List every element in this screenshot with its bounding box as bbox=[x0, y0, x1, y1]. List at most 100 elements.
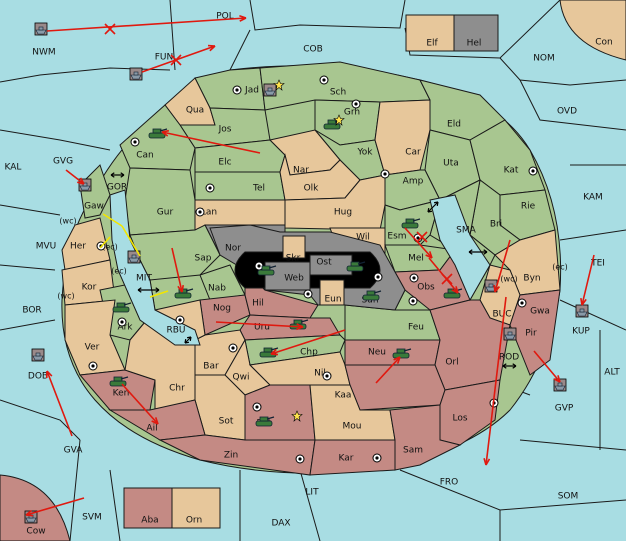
label-chr: Chr bbox=[169, 384, 185, 394]
label-ec3: (ec) bbox=[552, 263, 568, 272]
label-jos: Jos bbox=[218, 125, 232, 135]
move-order-arrow bbox=[46, 370, 73, 437]
label-byn: Byn bbox=[523, 274, 540, 284]
sea-sma[interactable] bbox=[429, 194, 491, 302]
supply-center-icon bbox=[295, 454, 305, 464]
label-rie: Rie bbox=[521, 202, 536, 212]
label-bor: BOR bbox=[22, 306, 41, 316]
fleet-unit-icon[interactable] bbox=[263, 83, 277, 97]
province-skr-inner[interactable] bbox=[282, 235, 306, 259]
province-orn[interactable] bbox=[171, 487, 221, 529]
label-nil: Nil bbox=[314, 369, 326, 379]
fleet-unit-icon[interactable] bbox=[31, 348, 45, 362]
province-hug[interactable] bbox=[284, 174, 386, 231]
failed-order-cross bbox=[416, 231, 428, 243]
province-ost-inner[interactable] bbox=[309, 254, 353, 276]
move-order-arrow bbox=[404, 227, 433, 259]
sea-mit[interactable] bbox=[109, 189, 201, 346]
label-dax: DAX bbox=[271, 519, 290, 529]
label-mou: Mou bbox=[343, 422, 362, 432]
label-kaa: Kaa bbox=[335, 391, 352, 401]
label-orn: Orn bbox=[186, 516, 202, 526]
move-order-arrow bbox=[65, 169, 85, 185]
label-rbu: RBU bbox=[166, 326, 185, 336]
move-order-arrow bbox=[141, 45, 216, 73]
fleet-unit-icon[interactable] bbox=[127, 250, 141, 264]
label-bar: Bar bbox=[203, 362, 219, 372]
province-ail[interactable] bbox=[108, 399, 206, 441]
label-amp: Amp bbox=[403, 177, 424, 187]
province-kaa[interactable] bbox=[344, 364, 446, 411]
label-hel: Hel bbox=[467, 39, 482, 49]
fleet-unit-icon[interactable] bbox=[129, 67, 143, 81]
province-hel[interactable] bbox=[453, 14, 499, 52]
label-mit: MIT bbox=[136, 274, 152, 284]
supply-center-icon bbox=[195, 207, 205, 217]
fleet-unit-icon[interactable] bbox=[503, 327, 517, 341]
label-bri: Bri bbox=[490, 220, 502, 230]
label-aba: Aba bbox=[141, 516, 158, 526]
fleet-unit-icon[interactable] bbox=[575, 304, 589, 318]
supply-center-icon bbox=[88, 361, 98, 371]
coast-connectors bbox=[99, 172, 517, 369]
province-car[interactable] bbox=[374, 99, 431, 176]
army-unit-icon[interactable] bbox=[174, 288, 194, 299]
province-orl[interactable] bbox=[429, 299, 511, 391]
supply-center-icon bbox=[228, 343, 238, 353]
support-line bbox=[102, 213, 123, 227]
label-tel: Tel bbox=[252, 184, 265, 194]
label-jad: Jad bbox=[244, 86, 259, 96]
label-wc1: (wc) bbox=[59, 217, 76, 226]
move-order-arrow bbox=[533, 350, 561, 383]
supply-center-icon bbox=[408, 296, 418, 306]
failed-order-cross bbox=[441, 273, 453, 285]
army-unit-icon[interactable] bbox=[392, 348, 412, 359]
province-eun-inner[interactable] bbox=[319, 279, 345, 306]
army-unit-icon[interactable] bbox=[112, 302, 132, 313]
supply-center-icon bbox=[322, 371, 332, 381]
label-neu: Neu bbox=[368, 348, 386, 358]
label-pol: POL bbox=[216, 12, 234, 22]
army-unit-icon[interactable] bbox=[443, 288, 463, 299]
army-unit-icon[interactable] bbox=[148, 128, 168, 139]
province-rot[interactable] bbox=[244, 384, 316, 441]
army-unit-icon[interactable] bbox=[401, 218, 421, 229]
province-gur[interactable] bbox=[124, 167, 196, 236]
move-order-arrow bbox=[375, 356, 401, 384]
supply-center-icon bbox=[319, 75, 329, 85]
label-lit: LIT bbox=[305, 488, 319, 498]
province-sam[interactable] bbox=[389, 404, 462, 471]
province-elf[interactable] bbox=[405, 14, 455, 52]
label-gaw: Gaw bbox=[84, 202, 104, 212]
province-gaw[interactable] bbox=[79, 164, 111, 219]
label-elf: Elf bbox=[426, 39, 438, 49]
label-feu: Feu bbox=[408, 323, 424, 333]
label-yok: Yok bbox=[356, 148, 373, 158]
army-unit-icon[interactable] bbox=[257, 265, 277, 276]
support-line bbox=[121, 225, 141, 257]
label-qwi: Qwi bbox=[233, 373, 250, 383]
label-mel: Mel bbox=[408, 254, 424, 264]
move-order-arrow bbox=[215, 321, 304, 328]
label-ost: Ost bbox=[316, 258, 332, 268]
army-unit-icon[interactable] bbox=[346, 261, 366, 272]
label-nab: Nab bbox=[208, 284, 226, 294]
label-sap: Sap bbox=[195, 254, 212, 264]
move-order-arrow bbox=[494, 239, 511, 293]
label-con: Con bbox=[595, 38, 613, 48]
fleet-unit-icon[interactable] bbox=[34, 22, 48, 36]
label-tei: TEI bbox=[590, 259, 605, 269]
army-unit-icon[interactable] bbox=[255, 416, 275, 427]
label-uru: Uru bbox=[254, 323, 270, 333]
order-arrows bbox=[25, 14, 595, 517]
province-neu[interactable] bbox=[344, 339, 441, 366]
fleet-unit-icon[interactable] bbox=[553, 378, 567, 392]
army-unit-icon[interactable] bbox=[362, 290, 382, 301]
province-her[interactable] bbox=[61, 217, 111, 271]
label-obs: Obs bbox=[417, 283, 435, 293]
label-fun: FUN bbox=[155, 53, 174, 63]
province-pir[interactable] bbox=[509, 289, 561, 376]
province-aba[interactable] bbox=[123, 487, 173, 529]
